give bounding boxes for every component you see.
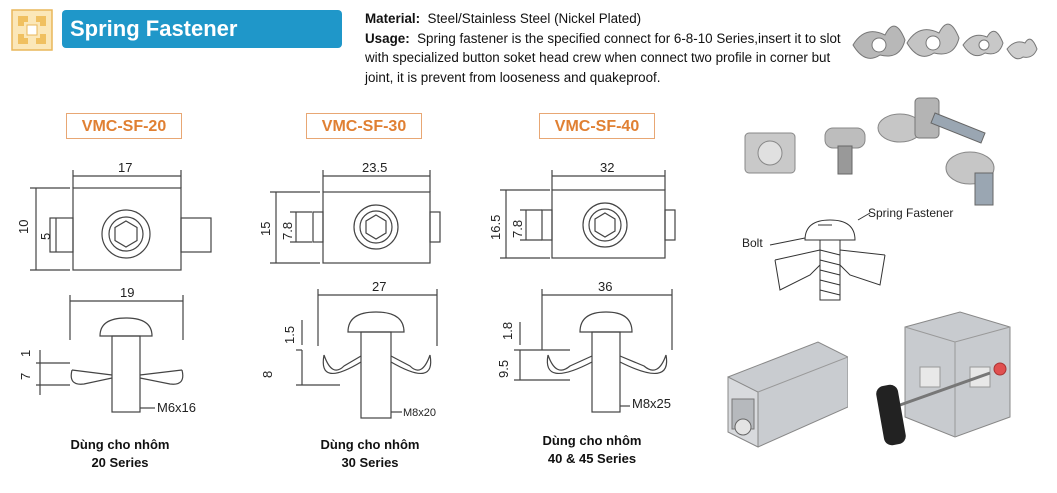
- dim-body-height-sf30: 8: [260, 371, 275, 378]
- caption-sf40-line2: 40 & 45 Series: [547, 451, 637, 466]
- page-title: Spring Fastener Connector :: [62, 10, 342, 79]
- dim-head-height-sf30: 1.5: [282, 326, 297, 344]
- dim-top-width-sf20: 17: [118, 160, 132, 175]
- assembly-sketch: Spring Fastener Bolt: [742, 206, 953, 301]
- caption-sf30: Dùng cho nhôm 30 Series: [290, 436, 450, 472]
- material-label: Material:: [365, 11, 421, 26]
- top-view-sf40: [500, 170, 676, 259]
- caption-sf20: Dùng cho nhôm 20 Series: [40, 436, 200, 472]
- model-label-sf20: VMC-SF-20: [66, 113, 182, 139]
- product-description: Material: Steel/Stainless Steel (Nickel …: [365, 9, 845, 87]
- dim-top-width-sf30: 23.5: [362, 160, 387, 175]
- dim-side-width-sf20: 19: [120, 285, 134, 300]
- caption-sf40-line1: Dùng cho nhôm: [542, 433, 642, 448]
- screw-size-sf30: M8x20: [403, 407, 436, 419]
- drawing-sf40: 32 16.5 7.8 36 1.8 9.5 M8x25: [488, 160, 676, 413]
- top-view-sf30: [270, 170, 441, 264]
- caption-sf30-line1: Dùng cho nhôm: [320, 437, 420, 452]
- dim-inner-height-sf30: 7.8: [280, 222, 295, 240]
- side-view-sf20: [36, 295, 184, 413]
- brand-logo: [11, 9, 53, 51]
- spring-fastener-label: Spring Fastener: [868, 206, 953, 220]
- spring-clips-photo: [852, 23, 1038, 60]
- dim-side-width-sf30: 27: [372, 279, 386, 294]
- drawing-sf20: 17 10 5 19 1 7 M6x16: [16, 160, 212, 415]
- side-view-sf30: [296, 289, 438, 419]
- dim-body-height-sf20: 7: [18, 373, 33, 380]
- drawing-sf30: 23.5 15 7.8 27 1.5 8 M8x20: [258, 160, 441, 419]
- material-value: Steel/Stainless Steel (Nickel Plated): [427, 11, 642, 26]
- corner-joint-photo: [870, 307, 1040, 457]
- dim-inner-height-sf40: 7.8: [510, 220, 525, 238]
- caption-sf40: Dùng cho nhôm 40 & 45 Series: [512, 432, 672, 468]
- caption-sf30-line2: 30 Series: [341, 455, 399, 470]
- dim-head-height-sf20: 1: [18, 350, 33, 357]
- model-label-sf30: VMC-SF-30: [306, 113, 422, 139]
- usage-text: Spring fastener is the specified connect…: [365, 30, 841, 85]
- dim-side-width-sf40: 36: [598, 279, 612, 294]
- dim-inner-height-sf20: 5: [38, 233, 53, 240]
- caption-sf20-line2: 20 Series: [91, 455, 149, 470]
- screw-size-sf40: M8x25: [632, 396, 671, 411]
- model-label-sf40: VMC-SF-40: [539, 113, 655, 139]
- side-view-sf40: [514, 289, 673, 413]
- profile-end-photo: [718, 337, 848, 455]
- bolt-label: Bolt: [742, 236, 763, 250]
- dim-top-height-sf20: 10: [16, 220, 31, 234]
- dim-top-width-sf40: 32: [600, 160, 614, 175]
- caption-sf20-line1: Dùng cho nhôm: [70, 437, 170, 452]
- dim-top-height-sf30: 15: [258, 222, 273, 236]
- dim-top-height-sf40: 16.5: [488, 215, 503, 240]
- top-view-sf20: [30, 170, 212, 271]
- usage-label: Usage:: [365, 30, 410, 46]
- screw-size-sf20: M6x16: [157, 400, 196, 415]
- dim-head-height-sf40: 1.8: [500, 322, 515, 340]
- dim-body-height-sf40: 9.5: [496, 360, 511, 378]
- fastener-with-bolt-photo: [744, 97, 995, 206]
